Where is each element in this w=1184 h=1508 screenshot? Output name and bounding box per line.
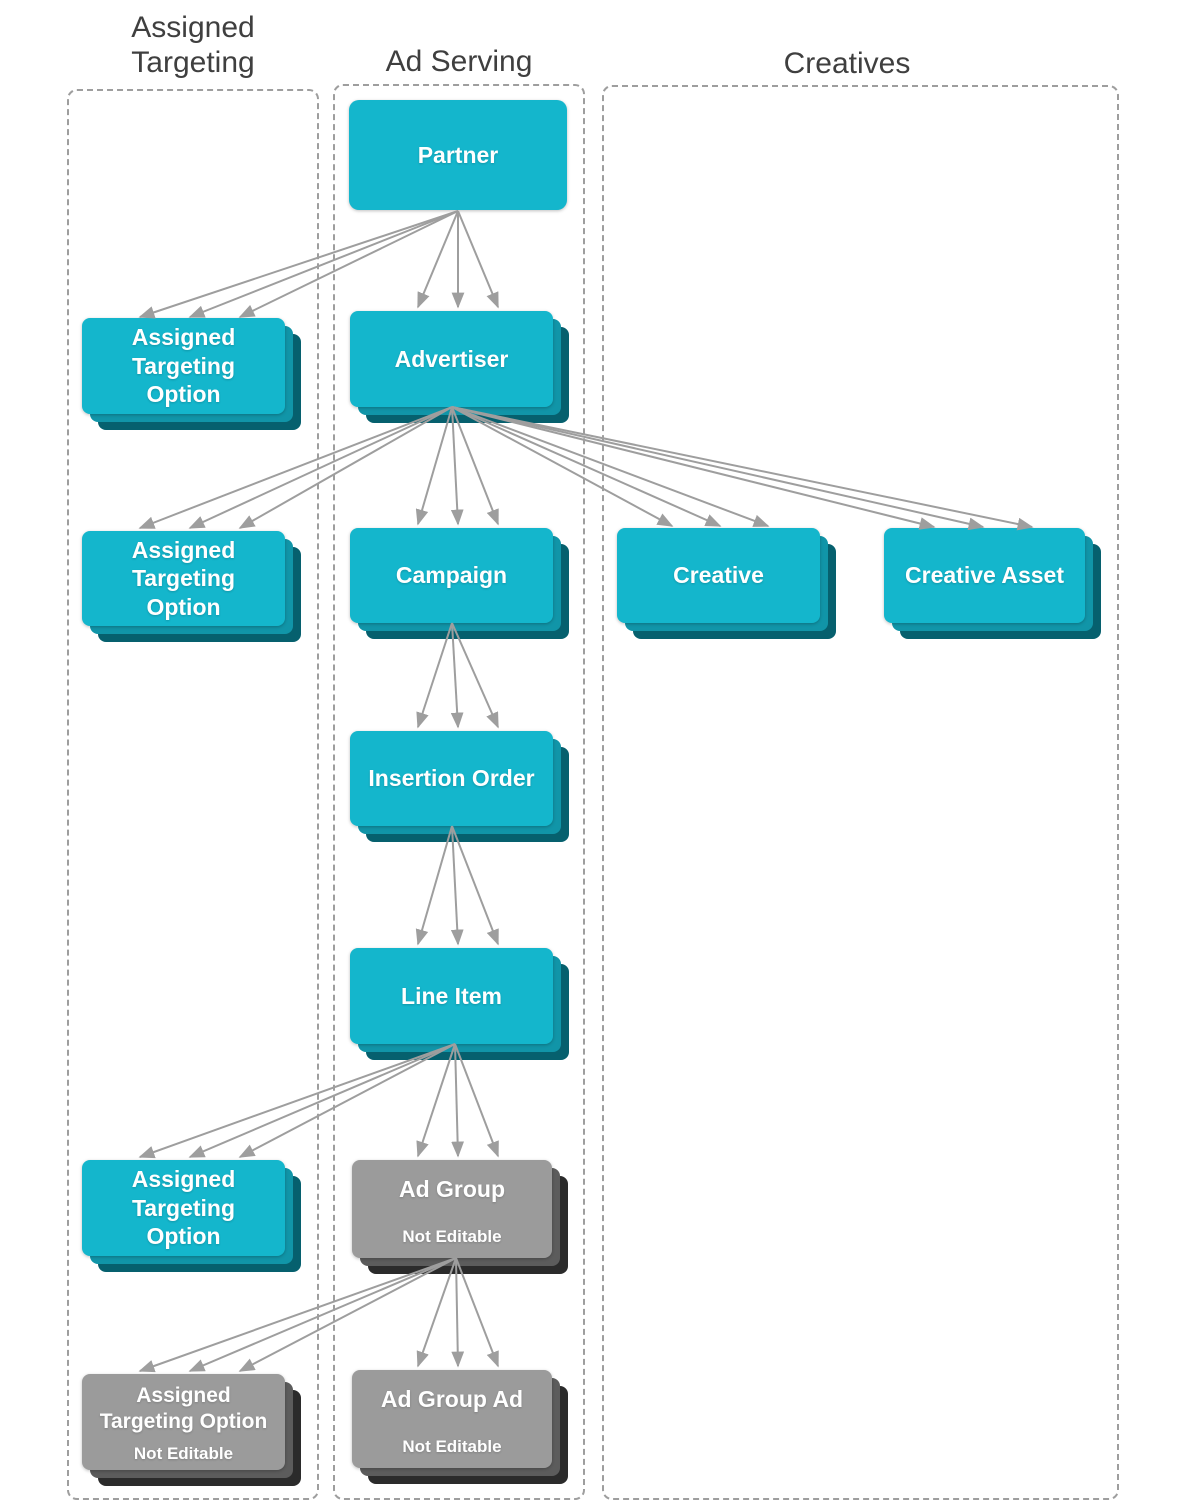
node-label: Assigned Targeting Option: [131, 1166, 236, 1250]
node-face: Campaign: [350, 528, 553, 623]
node-label: Insertion Order: [368, 765, 535, 792]
node-face: Advertiser: [350, 311, 553, 407]
node-label: Assigned Targeting Option: [131, 536, 236, 620]
column-header-ad-serving: Ad Serving: [385, 45, 533, 78]
node-label: Ad Group: [398, 1176, 506, 1203]
node-label: Creative Asset: [905, 562, 1064, 589]
column-header-creatives: Creatives: [783, 47, 911, 80]
node-label: Assigned Targeting Option: [131, 324, 236, 408]
node-label: Line Item: [401, 982, 502, 1009]
node-face: Ad Group Ad Not Editable: [352, 1370, 552, 1468]
node-ad-group: Ad Group Not Editable: [352, 1160, 568, 1274]
node-sublabel: Not Editable: [402, 1226, 502, 1246]
node-label: Assigned Targeting Option: [99, 1383, 268, 1433]
node-face: Insertion Order: [350, 731, 553, 826]
node-face: Assigned Targeting Option Not Editable: [82, 1374, 285, 1470]
node-face: Creative Asset: [884, 528, 1085, 623]
panel-ad-serving: [333, 84, 585, 1500]
node-line-item: Line Item: [350, 948, 569, 1060]
panel-assigned-targeting: [67, 89, 319, 1500]
node-advertiser: Advertiser: [350, 311, 569, 423]
node-assigned-targeting-option-ad-group: Assigned Targeting Option Not Editable: [82, 1374, 301, 1486]
node-label: Creative: [673, 562, 764, 589]
node-label: Ad Group Ad: [380, 1386, 524, 1413]
node-face: Partner: [349, 100, 567, 210]
node-face: Assigned Targeting Option: [82, 531, 285, 626]
node-ad-group-ad: Ad Group Ad Not Editable: [352, 1370, 568, 1484]
node-assigned-targeting-option-advertiser: Assigned Targeting Option: [82, 531, 301, 642]
node-label: Campaign: [395, 562, 508, 589]
node-campaign: Campaign: [350, 528, 569, 639]
node-label: Partner: [417, 141, 499, 168]
node-creative-asset: Creative Asset: [884, 528, 1101, 639]
node-assigned-targeting-option-line-item: Assigned Targeting Option: [82, 1160, 301, 1272]
node-face: Creative: [617, 528, 820, 623]
node-label: Advertiser: [394, 345, 509, 372]
node-sublabel: Not Editable: [402, 1436, 502, 1456]
node-face: Line Item: [350, 948, 553, 1044]
node-face: Ad Group Not Editable: [352, 1160, 552, 1258]
node-assigned-targeting-option-partner: Assigned Targeting Option: [82, 318, 301, 430]
node-insertion-order: Insertion Order: [350, 731, 569, 842]
node-sublabel: Not Editable: [133, 1443, 234, 1463]
column-header-assigned-targeting: Assigned Targeting: [131, 11, 255, 80]
node-face: Assigned Targeting Option: [82, 1160, 285, 1256]
node-face: Assigned Targeting Option: [82, 318, 285, 414]
node-partner: Partner: [349, 100, 567, 210]
panel-creatives: [602, 85, 1119, 1500]
node-creative: Creative: [617, 528, 836, 639]
